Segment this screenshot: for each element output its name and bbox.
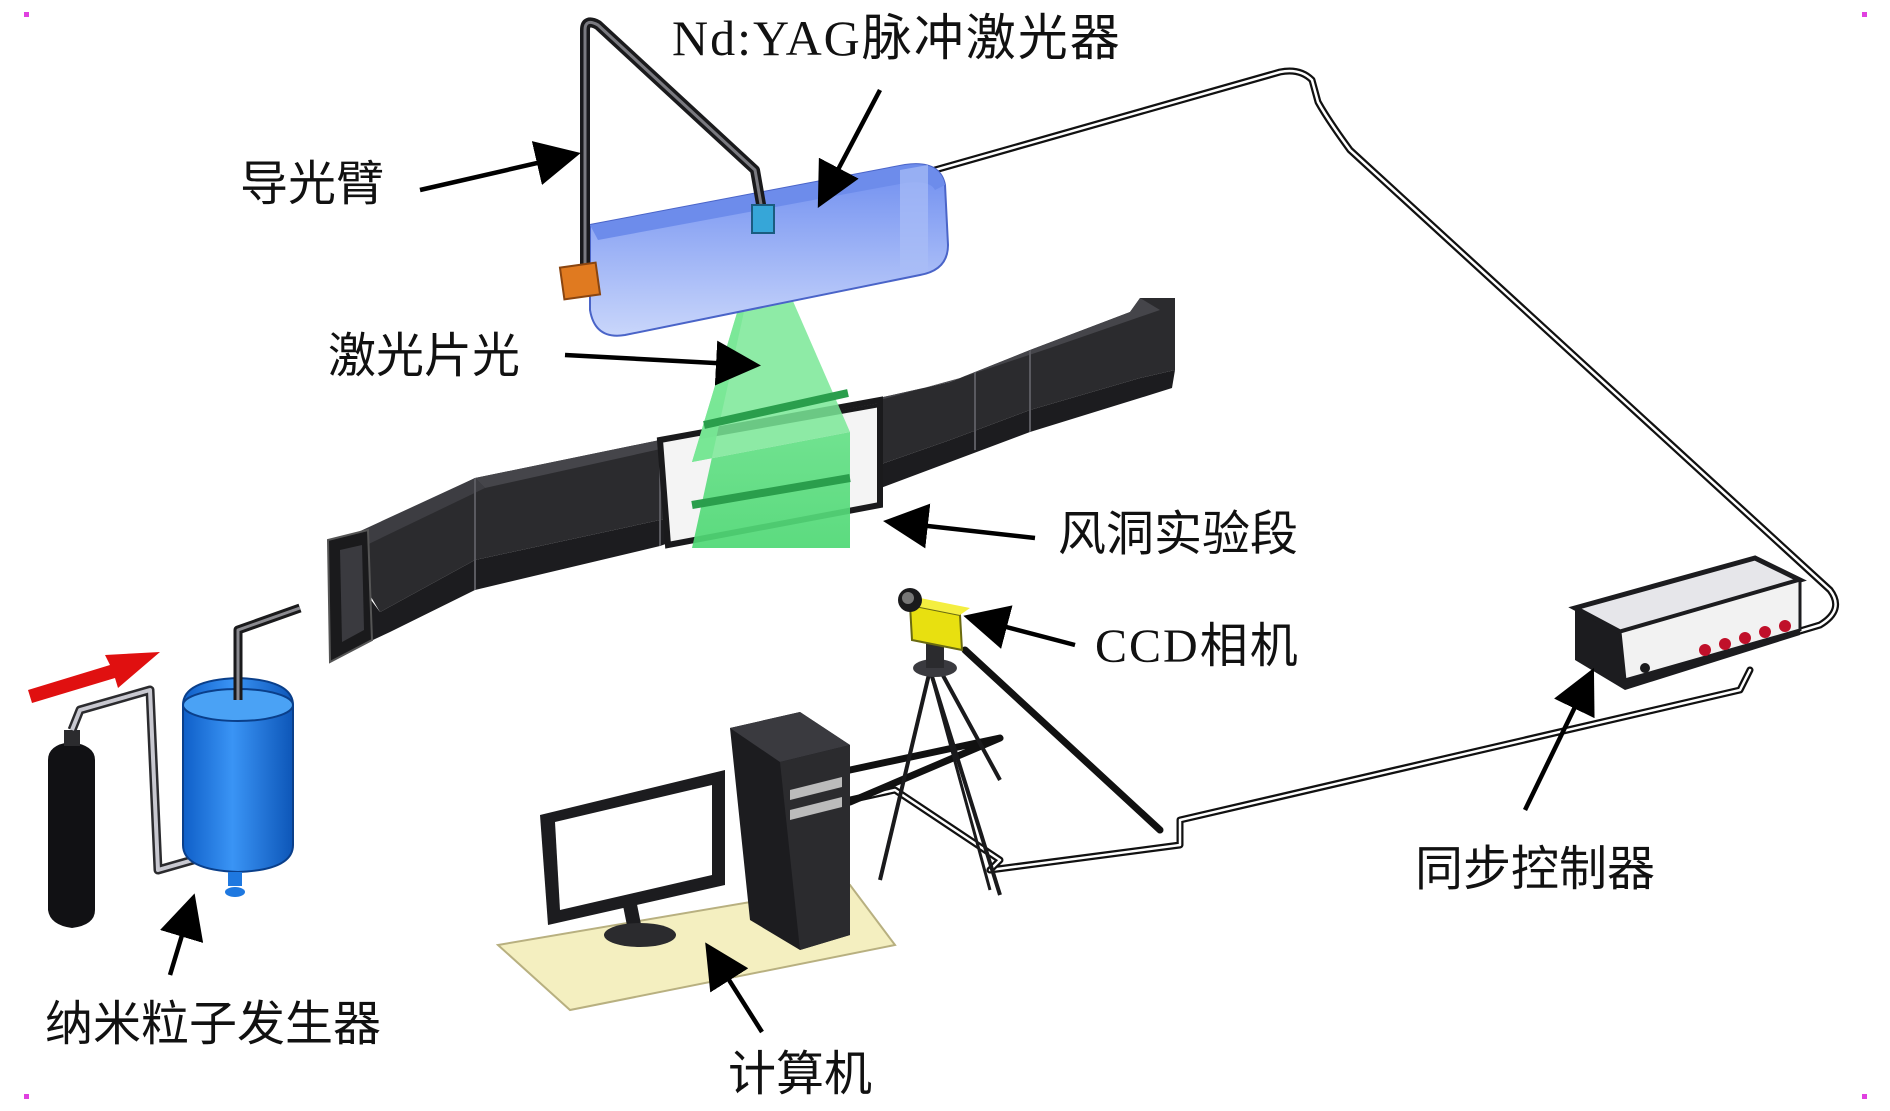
- signal-cables: [846, 67, 1840, 874]
- pointer-arrow-laser: [817, 88, 882, 208]
- connector-port: [1779, 620, 1791, 632]
- pointer-arrow-computer: [705, 942, 764, 1034]
- connector-port: [1640, 663, 1650, 673]
- pointer-arrow-light-sheet: [564, 340, 761, 386]
- label-ccd-camera: CCD相机: [1095, 620, 1300, 673]
- connector-port: [1719, 638, 1731, 650]
- pointer-arrow-ccd-camera: [963, 605, 1076, 649]
- labels: Nd:YAG脉冲激光器 导光臂 激光片光 风洞实验段 CCD相机 同步控制器 计…: [45, 10, 1655, 1102]
- label-light-guide-arm: 导光臂: [240, 156, 384, 212]
- label-sync-controller: 同步控制器: [1415, 841, 1655, 897]
- corner-mark-top-right: [1862, 12, 1867, 17]
- arm-joint: [558, 261, 602, 301]
- corner-mark-bottom-left: [24, 1094, 29, 1099]
- laser-light-sheet: [691, 230, 851, 548]
- pointer-arrow-sync-controller: [1522, 667, 1595, 811]
- label-test-section: 风洞实验段: [1058, 506, 1298, 562]
- label-particle-generator: 纳米粒子发生器: [45, 996, 381, 1052]
- connector-port: [1739, 632, 1751, 644]
- connector-port: [1759, 626, 1771, 638]
- corner-mark-bottom-right: [1862, 1094, 1867, 1099]
- sync-controller: [1568, 555, 1807, 690]
- pointer-arrow-light-guide-arm: [419, 141, 581, 193]
- label-light-sheet: 激光片光: [328, 328, 520, 384]
- corner-mark-top-left: [24, 12, 29, 17]
- laser-output-nozzle: [751, 204, 775, 234]
- light-guide-arm: [558, 17, 775, 301]
- connector-port: [1699, 644, 1711, 656]
- label-laser: Nd:YAG脉冲激光器: [672, 10, 1122, 66]
- corner-marks: [24, 12, 1867, 1099]
- flow-arrow-icon: [28, 652, 160, 703]
- pointer-arrow-test-section: [883, 503, 1036, 549]
- pointer-arrow-particle-generator: [160, 893, 204, 976]
- computer: [495, 712, 897, 1012]
- ccd-camera: [878, 588, 1002, 896]
- label-computer: 计算机: [728, 1046, 872, 1102]
- nano-particle-generator: [28, 603, 302, 928]
